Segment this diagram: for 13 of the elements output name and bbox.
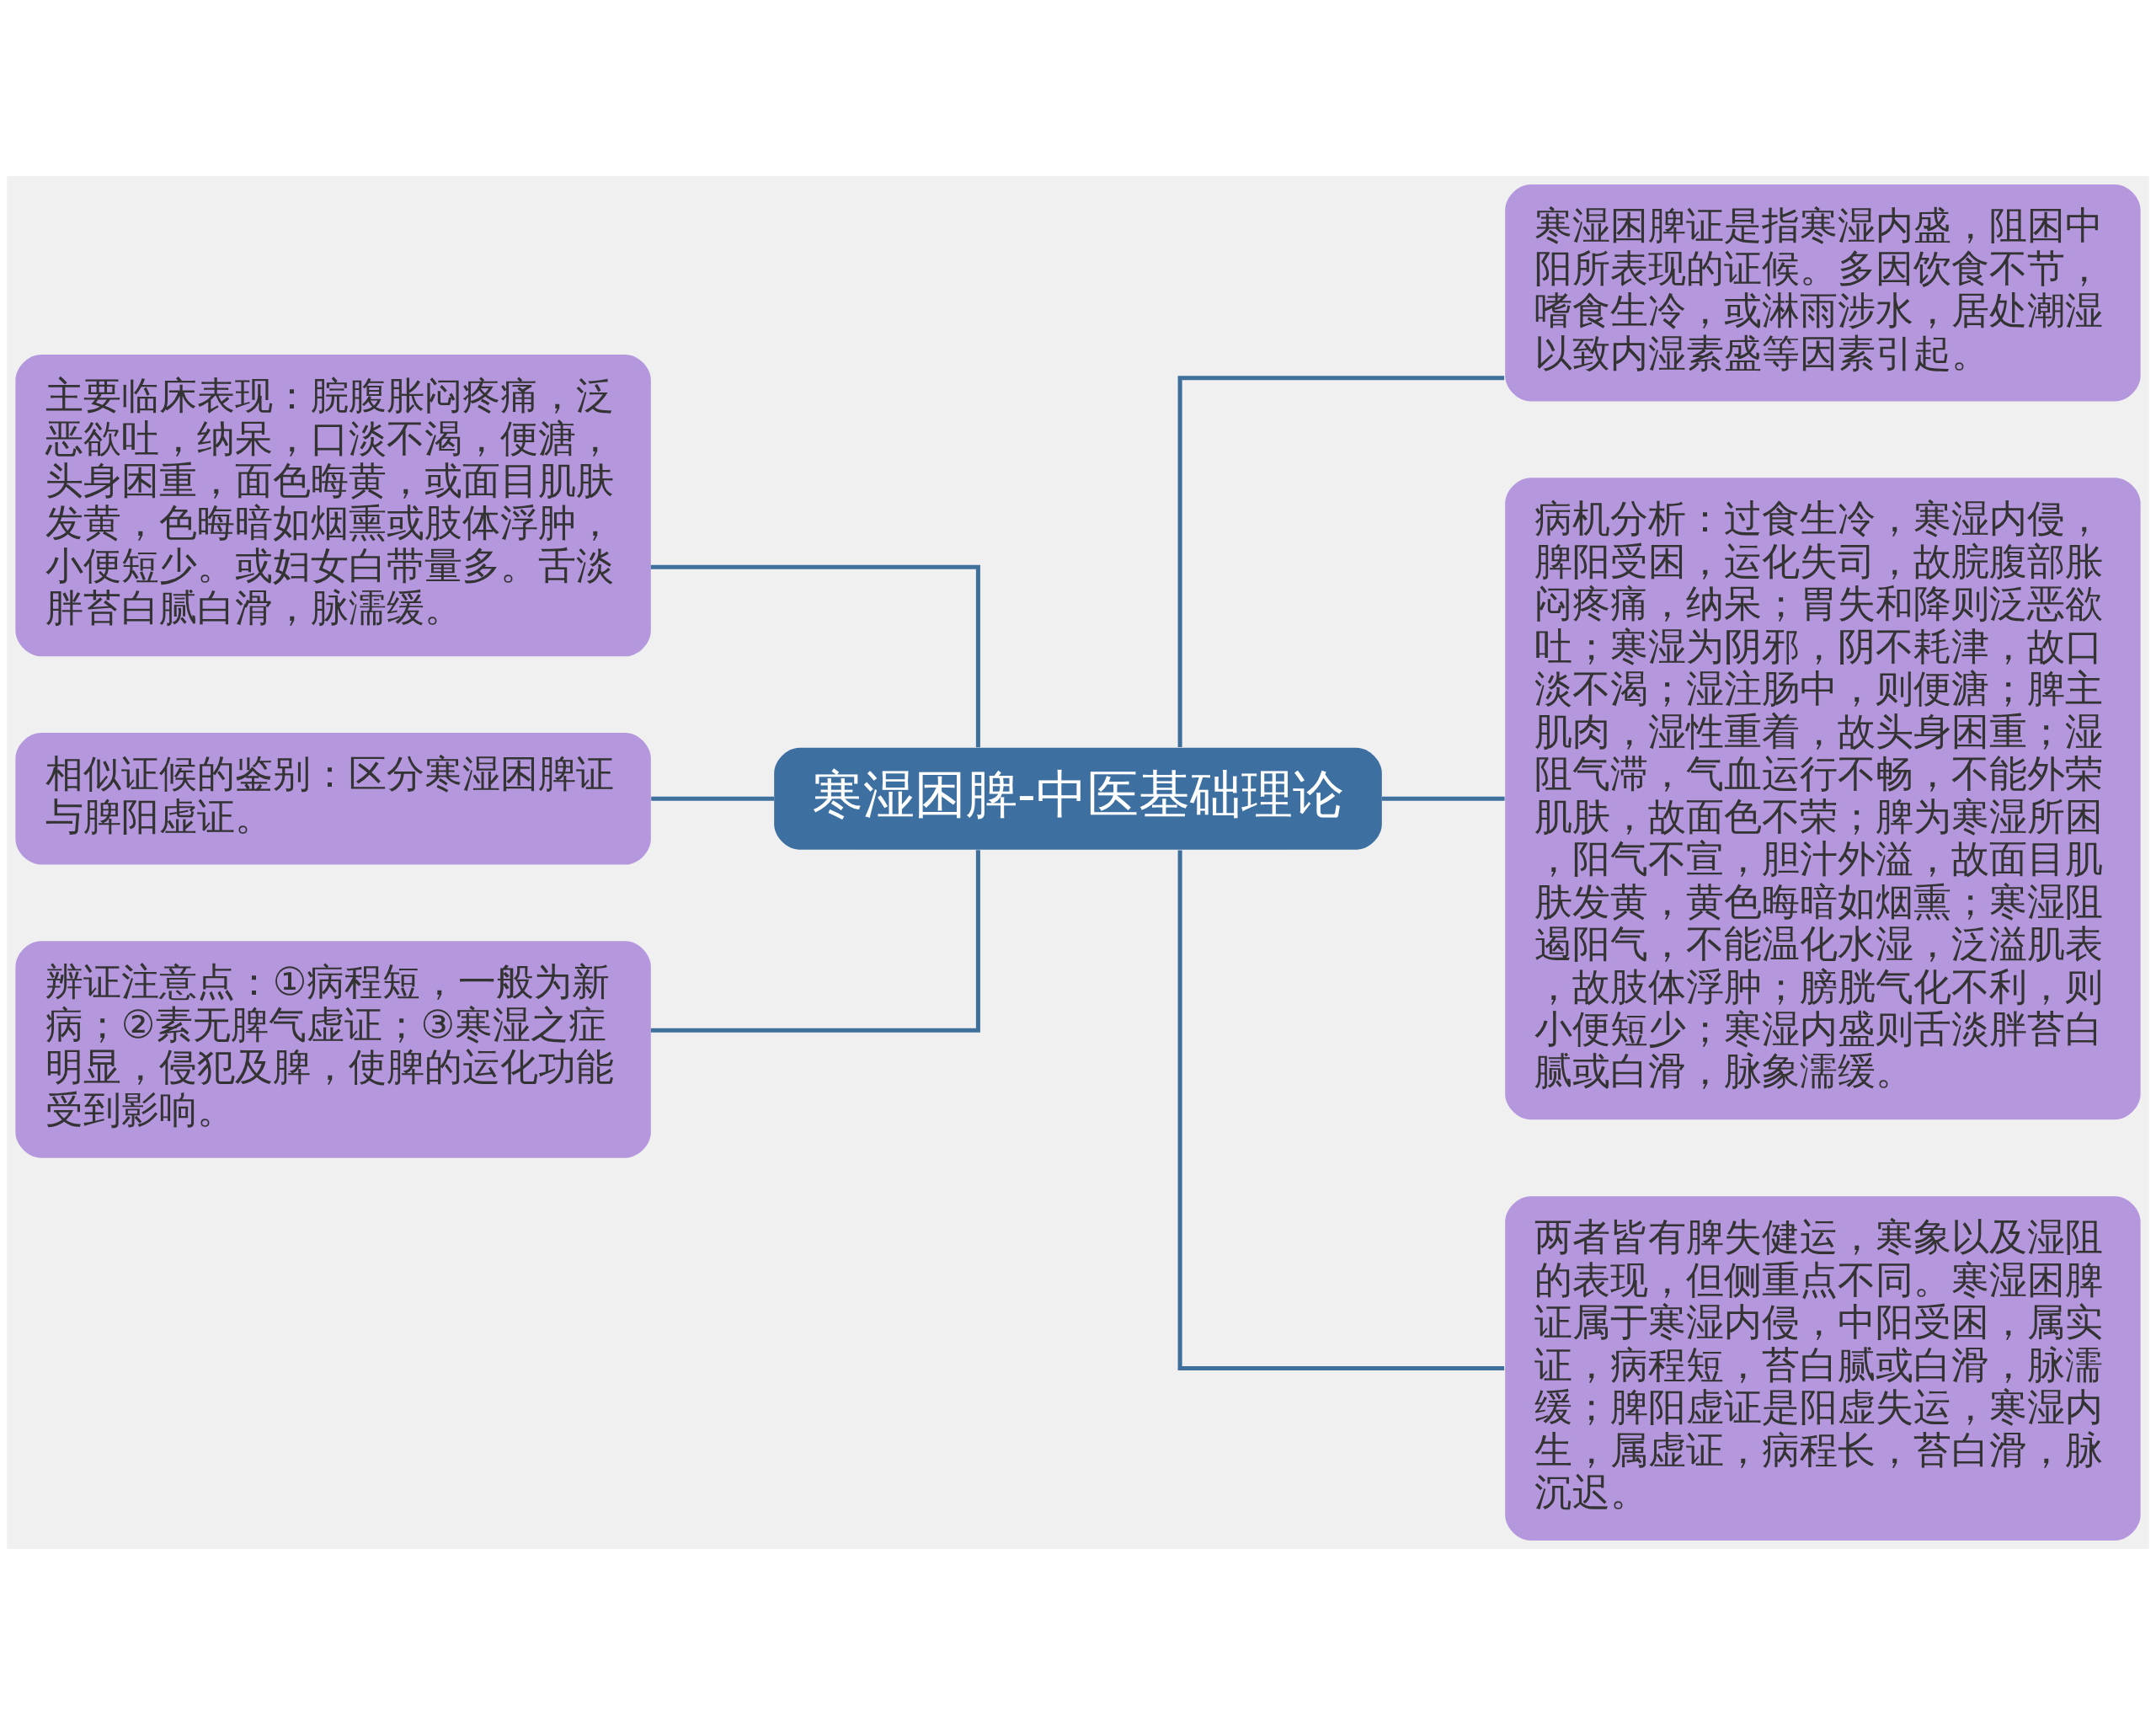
connector xyxy=(1382,796,1505,801)
node-box: 辨证注意点：①病程短，一般为新病；②素无脾气虚证；③寒湿之症明显，侵犯及脾，使脾的运化功能受到影响。 xyxy=(15,941,651,1158)
connector xyxy=(1177,376,1505,748)
connector xyxy=(651,796,775,801)
node-box: 相似证候的鉴别：区分寒湿困脾证与脾阳虚证。 xyxy=(15,733,651,865)
node-box: 病机分析：过食生冷，寒湿内侵，脾阳受困，运化失司，故脘腹部胀闷疼痛，纳呆；胃失和降则泛恶欲吐；寒湿为阴邪，阴不耗津，故口淡不渴；湿注肠中，则便溏；脾主肌肉，湿性重着，故头身困重；湿阻气滞，气血运行不畅，不能外荣肌肤，故面色不荣；脾为寒湿所困，阳气不宣，胆汁外溢，故面目肌肤发黄，黄色晦暗如烟熏；寒湿阻遏阳气，不能温化水湿，泛溢肌表，故肢体浮肿；膀胱气化不利，则小便短少；寒湿内盛则舌淡胖苔白腻或白滑，脉象濡缓。 xyxy=(1505,478,2141,1120)
connector xyxy=(650,850,980,1033)
node-box: 主要临床表现：脘腹胀闷疼痛，泛恶欲吐，纳呆，口淡不渴，便溏，头身困重，面色晦黄，或面目肌肤发黄，色晦暗如烟熏或肢体浮肿，小便短少。或妇女白带量多。舌淡胖苔白腻白滑，脉濡缓。 xyxy=(15,354,651,657)
node-box: 两者皆有脾失健运，寒象以及湿阻的表现，但侧重点不同。寒湿困脾证属于寒湿内侵，中阳受困，属实证，病程短，苔白腻或白滑，脉濡缓；脾阳虚证是阳虚失运，寒湿内生，属虚证，病程长，苔白滑，脉沉迟。 xyxy=(1505,1196,2141,1541)
node-box: 寒湿困脾-中医基础理论 xyxy=(774,747,1382,850)
node-box: 寒湿困脾证是指寒湿内盛，阻困中阳所表现的证候。多因饮食不节，嗜食生冷，或淋雨涉水，居处潮湿以致内湿素盛等因素引起。 xyxy=(1505,184,2141,402)
connector xyxy=(1177,850,1505,1371)
connector xyxy=(650,564,980,748)
